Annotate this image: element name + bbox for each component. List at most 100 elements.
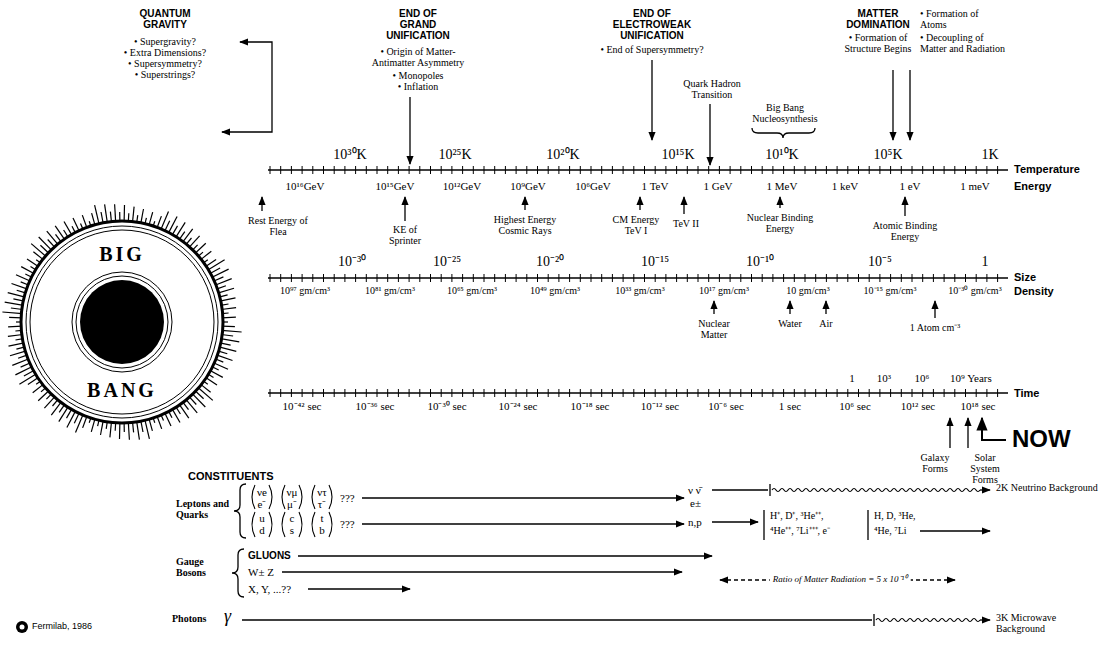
axis-tick: [537, 166, 538, 174]
ray: [10, 351, 26, 356]
ray: [59, 406, 69, 421]
axis-tick: [912, 274, 913, 282]
axis-tick: [591, 166, 592, 174]
axis-tick: [569, 389, 570, 397]
axis-value: 10¹⁵K: [661, 147, 694, 163]
axis-tick: [997, 166, 998, 174]
axis-value: 10³⁰K: [333, 147, 366, 163]
axis-tick: [815, 389, 816, 397]
axis-value: 10⁻³⁰: [338, 254, 366, 270]
axis-tick: [665, 166, 666, 174]
axis-tick: [858, 166, 859, 174]
bullet-note: • Supersymmetry?: [128, 58, 202, 69]
axis-value: 10⁴⁹ gm/cm³: [530, 285, 580, 297]
group-name: Gauge Bosons: [176, 556, 230, 578]
axis-tick: [580, 166, 581, 174]
axis-tick: [890, 389, 891, 397]
axis-tick: [355, 166, 356, 174]
axis-tick: [869, 274, 870, 282]
axis-tick: [965, 389, 966, 397]
ray: [186, 399, 198, 413]
axis-title: Size: [1014, 271, 1036, 284]
axis-tick: [794, 166, 795, 174]
axis-tick: [879, 389, 880, 397]
axis-value: 10⁻⁴² sec: [283, 400, 322, 413]
axis-tick: [270, 274, 271, 282]
annotation: 2K Neutrino Background: [996, 482, 1101, 493]
annotation: 1 Atom cm⁻³: [910, 322, 960, 333]
axis-tick: [858, 389, 859, 397]
axis-tick: [623, 166, 624, 174]
axis-tick: [922, 389, 923, 397]
axis-tick: [548, 166, 549, 174]
axis-value: 10³³ gm/cm³: [615, 285, 664, 297]
axis-tick: [398, 274, 399, 282]
ray: [216, 355, 232, 361]
axis-tick: [665, 389, 666, 397]
axis-tick: [494, 389, 495, 397]
axis-tick: [409, 389, 410, 397]
annotation: Air: [819, 318, 832, 329]
axis-tick: [954, 274, 955, 282]
ray: [2, 312, 22, 314]
axis-tick: [484, 274, 485, 282]
particle-symbol: νμ: [287, 486, 298, 498]
axis-tick: [944, 274, 945, 282]
axis-tick: [772, 166, 773, 174]
axis-tick: [730, 166, 731, 174]
ray: [5, 302, 24, 305]
ray: [212, 269, 229, 277]
axis-tick: [601, 274, 602, 282]
axis-tick: [387, 274, 388, 282]
axis-value: 1 GeV: [703, 180, 732, 193]
axis-tick: [805, 274, 806, 282]
axis-tick: [986, 166, 987, 174]
axis-tick: [687, 274, 688, 282]
heading: MATTER DOMINATION: [842, 8, 914, 30]
axis-tick: [366, 389, 367, 397]
axis-tick: [612, 274, 613, 282]
axis-value: 10¹⁷ gm/cm³: [699, 285, 749, 297]
axis-value: 10⁻¹⁵: [641, 254, 669, 270]
axis-tick: [676, 166, 677, 174]
axis-tick: [419, 389, 420, 397]
axis-tick: [933, 166, 934, 174]
axis-tick: [644, 389, 645, 397]
axis-value: 10⁻²⁴ sec: [499, 400, 538, 413]
axis-title: Energy: [1014, 180, 1051, 193]
axis-value: 10⁹GeV: [510, 180, 546, 193]
heading: END OF GRAND UNIFICATION: [380, 8, 456, 41]
axis-tick: [890, 166, 891, 174]
axis-tick: [762, 389, 763, 397]
axis-tick: [997, 389, 998, 397]
axis-tick: [986, 274, 987, 282]
axis-tick: [462, 274, 463, 282]
axis-tick: [505, 389, 506, 397]
axis-value: 1 eV: [899, 180, 920, 193]
axis-tick: [826, 166, 827, 174]
axis-tick: [826, 274, 827, 282]
axis-tick: [901, 166, 902, 174]
axis-tick: [708, 274, 709, 282]
axis-tick: [537, 389, 538, 397]
axis-value: 10¹⁶GeV: [286, 180, 325, 193]
parenthesis: [312, 512, 315, 537]
axis-tick: [976, 389, 977, 397]
axis-tick: [430, 274, 431, 282]
axis-tick: [869, 166, 870, 174]
ray: [67, 411, 76, 428]
axis-value: 10⁹ Years: [950, 372, 992, 385]
axis-tick: [569, 166, 570, 174]
axis-tick: [623, 389, 624, 397]
axis-tick: [334, 274, 335, 282]
axis-tick: [312, 389, 313, 397]
axis-tick: [419, 274, 420, 282]
ray: [95, 205, 100, 224]
axis-tick: [740, 166, 741, 174]
bullet-note: • Formation of Structure Begins: [840, 32, 916, 54]
axis-tick: [344, 274, 345, 282]
axis-tick: [323, 274, 324, 282]
axis-tick: [954, 166, 955, 174]
axis-tick: [719, 389, 720, 397]
